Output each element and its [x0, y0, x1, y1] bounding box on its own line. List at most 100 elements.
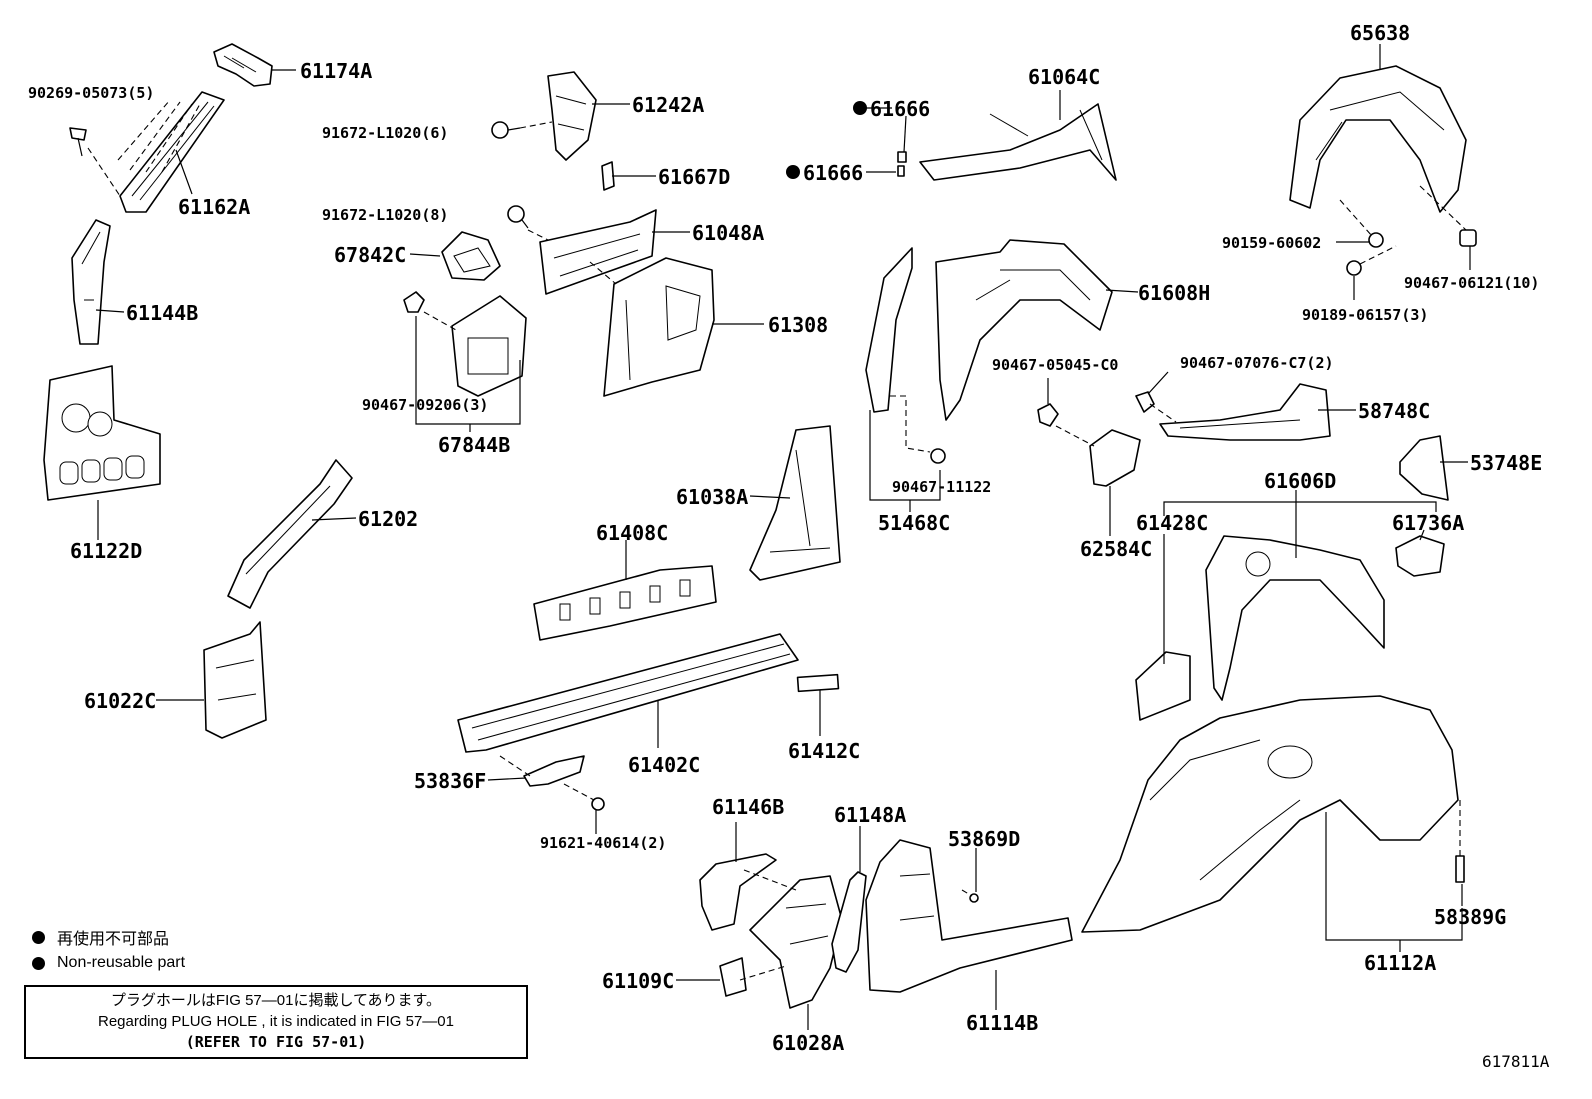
label-90467-06121: 90467-06121(10) — [1404, 274, 1539, 292]
part-61242A-drawing — [547, 71, 597, 161]
label-61122D: 61122D — [70, 539, 142, 563]
label-61402C: 61402C — [628, 753, 700, 777]
dashed-lines — [87, 99, 1467, 981]
label-90467-09206: 90467-09206(3) — [362, 396, 488, 414]
part-65638-drawing — [1289, 65, 1467, 213]
label-61666-b: 61666 — [803, 161, 863, 185]
fastener-91672-6-drawing — [491, 121, 521, 139]
note-line-3: (REFER TO FIG 57-01) — [185, 1033, 367, 1051]
label-61048A: 61048A — [692, 221, 764, 245]
label-90159-60602: 90159-60602 — [1222, 234, 1321, 252]
legend-en-text: Non-reusable part — [57, 954, 186, 971]
part-62584C-drawing — [1089, 429, 1141, 487]
part-61112A-drawing — [1081, 695, 1459, 933]
part-61162A-drawing — [119, 91, 225, 213]
fastener-90189-drawing — [1346, 260, 1362, 276]
fastener-91621-drawing — [591, 797, 605, 811]
part-61038A-drawing — [749, 425, 841, 581]
part-67842C-drawing — [441, 231, 501, 281]
part-61736A-drawing — [1395, 535, 1445, 577]
part-61174A-drawing — [213, 43, 273, 87]
non-reusable-dot-icon — [32, 930, 45, 944]
part-61144B-drawing — [71, 219, 111, 345]
label-91672-L1020-6: 91672-L1020(6) — [322, 124, 448, 142]
label-53748E: 53748E — [1470, 451, 1542, 475]
label-61242A: 61242A — [632, 93, 704, 117]
part-51468C-drawing — [865, 247, 913, 413]
label-90189-06157: 90189-06157(3) — [1302, 306, 1428, 324]
non-reusable-dot-icon — [32, 956, 45, 970]
label-67842C: 67842C — [334, 243, 406, 267]
label-61022C: 61022C — [84, 689, 156, 713]
part-61114B-drawing — [865, 839, 1073, 993]
figure-id: 617811A — [1482, 1052, 1550, 1071]
label-90467-05045-C0: 90467-05045-C0 — [992, 356, 1118, 374]
part-53748E-drawing — [1399, 435, 1449, 501]
label-61308: 61308 — [768, 313, 828, 337]
label-61038A: 61038A — [676, 485, 748, 509]
label-61428C: 61428C — [1136, 511, 1208, 535]
label-61028A: 61028A — [772, 1031, 844, 1055]
part-58748C-drawing — [1159, 383, 1331, 441]
part-58389G-drawing — [1455, 855, 1465, 883]
label-61109C: 61109C — [602, 969, 674, 993]
part-61028A-drawing — [749, 875, 843, 1009]
part-61428C-drawing — [1135, 651, 1191, 721]
label-61112A: 61112A — [1364, 951, 1436, 975]
part-61109C-drawing — [719, 957, 747, 997]
non-reusable-marker — [853, 101, 867, 115]
label-90467-11122: 90467-11122 — [892, 478, 991, 496]
part-61308-drawing — [603, 257, 715, 397]
label-61606D: 61606D — [1264, 469, 1336, 493]
label-61162A: 61162A — [178, 195, 250, 219]
part-61146B-drawing — [699, 853, 777, 931]
label-62584C: 62584C — [1080, 537, 1152, 561]
note-line-2: Regarding PLUG HOLE , it is indicated in… — [97, 1013, 454, 1030]
fastener-91672-8-drawing — [507, 205, 529, 229]
part-61408C-drawing — [533, 565, 717, 641]
label-58748C: 58748C — [1358, 399, 1430, 423]
plug-hole-note: プラグホールはFIG 57—01に掲載してあります。 Regarding PLU… — [24, 985, 528, 1059]
label-61666-a: 61666 — [870, 97, 930, 121]
part-61148A-drawing — [831, 871, 867, 973]
part-labels: 61174A 90269-05073(5) 61162A 61144B 6112… — [28, 21, 1542, 1055]
part-61666-clip2-drawing — [897, 165, 905, 177]
label-61064C: 61064C — [1028, 65, 1100, 89]
leader-lines — [95, 44, 1471, 1030]
part-61064C-drawing — [919, 103, 1117, 181]
label-90269-05073: 90269-05073(5) — [28, 84, 154, 102]
part-67844B-drawing — [451, 295, 527, 397]
part-61606D-drawing — [1205, 535, 1385, 701]
part-61412C-drawing — [796, 673, 840, 693]
label-61412C: 61412C — [788, 739, 860, 763]
label-90467-07076-C7: 90467-07076-C7(2) — [1180, 354, 1334, 372]
label-61174A: 61174A — [300, 59, 372, 83]
label-61667D: 61667D — [658, 165, 730, 189]
label-61736A: 61736A — [1392, 511, 1464, 535]
fastener-90269-drawing — [69, 127, 87, 157]
fastener-90467-09206-drawing — [403, 291, 425, 313]
part-61022C-drawing — [203, 621, 267, 739]
part-61202-drawing — [227, 459, 353, 609]
part-53836F-drawing — [523, 755, 585, 787]
non-reusable-marker — [786, 165, 800, 179]
label-91672-L1020-8: 91672-L1020(8) — [322, 206, 448, 224]
legend-jp-text: 再使用不可部品 — [57, 931, 170, 948]
fastener-90467-06121-drawing — [1459, 229, 1477, 247]
part-61666-clip-drawing — [897, 151, 907, 163]
label-51468C: 51468C — [878, 511, 950, 535]
legend-row-jp: 再使用不可部品 — [32, 924, 185, 950]
legend: 再使用不可部品 Non-reusable part — [32, 924, 185, 976]
label-67844B: 67844B — [438, 433, 510, 457]
part-61667D-drawing — [601, 161, 615, 191]
label-91621-40614: 91621-40614(2) — [540, 834, 666, 852]
legend-row-en: Non-reusable part — [32, 950, 185, 976]
fastener-90467-11122-drawing — [930, 448, 946, 464]
label-61608H: 61608H — [1138, 281, 1210, 305]
part-61608H-drawing — [935, 239, 1113, 421]
part-61402C-drawing — [457, 633, 799, 753]
label-53869D: 53869D — [948, 827, 1020, 851]
fastener-90467-07076-drawing — [1135, 391, 1155, 413]
label-61408C: 61408C — [596, 521, 668, 545]
